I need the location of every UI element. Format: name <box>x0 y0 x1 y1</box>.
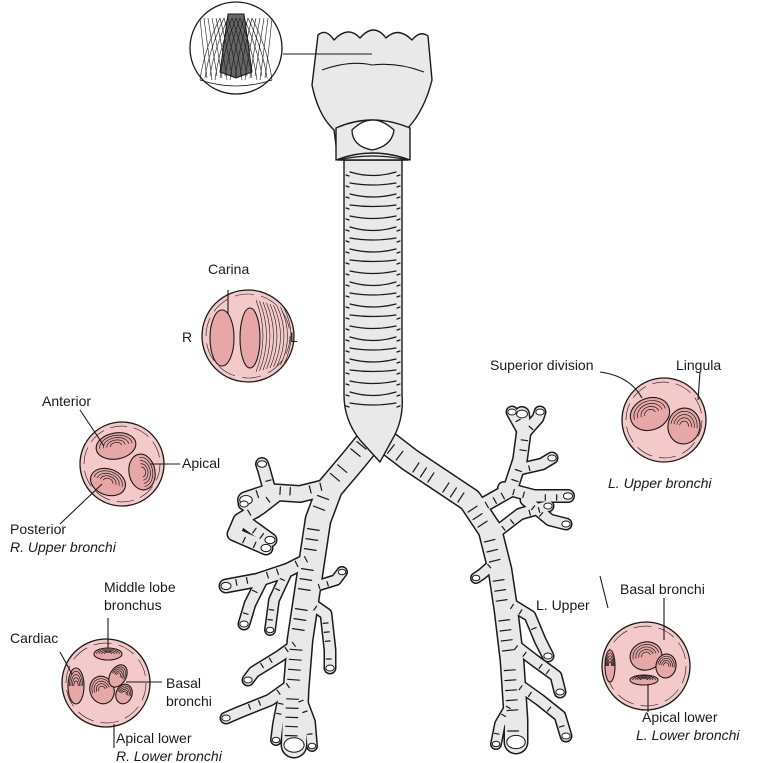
bronchus-end-opening <box>326 665 334 671</box>
l-apical-lower-label: Apical lower <box>642 709 718 725</box>
bronchus-end-opening <box>266 627 274 632</box>
bronchus-end-opening <box>556 689 564 695</box>
bronchus-end-opening <box>221 582 231 589</box>
posterior-label: Posterior <box>10 521 66 537</box>
r-apical-lower-label: Apical lower <box>116 730 192 746</box>
carina-label: Carina <box>208 261 249 277</box>
left-main-bronchus-opening <box>240 308 260 368</box>
r-lower-bronchi-view: Middle lobe bronchus Cardiac Basal bronc… <box>10 579 223 763</box>
middle-lobe-label-1: Middle lobe <box>104 579 176 595</box>
bronchus-end-opening <box>240 621 248 627</box>
bronchus-end-opening <box>240 501 248 507</box>
bronchus-end-opening <box>517 410 528 418</box>
right-main-bronchus-opening <box>210 310 234 366</box>
left-side-label: L <box>290 329 298 345</box>
l-lower-caption: L. Lower bronchi <box>636 727 740 743</box>
right-side-label: R <box>182 329 192 345</box>
bronchus-end-opening <box>257 461 266 468</box>
bronchus-end-opening <box>544 653 552 659</box>
basal-bronchi-label: Basal bronchi <box>620 581 705 597</box>
anterior-label: Anterior <box>42 393 91 409</box>
basal-bronchi-label-1: Basal <box>166 675 201 691</box>
middle-lobe-opening <box>94 648 122 660</box>
r-lower-caption: R. Lower bronchi <box>116 748 223 763</box>
bronchus-end-opening <box>508 409 516 415</box>
larynx <box>312 30 432 160</box>
bronchus-end-opening <box>492 741 500 746</box>
basal-bronchi-label-2: bronchi <box>166 693 212 709</box>
apical-lower-opening-l <box>630 675 658 685</box>
lingula-label: Lingula <box>676 357 721 373</box>
bronchus-end-opening <box>544 503 552 509</box>
bronchus-end-opening <box>222 715 230 721</box>
l-upper-opening <box>605 650 615 682</box>
bronchus-end-opening <box>562 521 570 527</box>
superior-division-label: Superior division <box>490 357 594 373</box>
bronchial-tree <box>221 409 573 752</box>
bronchus-end-opening <box>261 544 271 551</box>
bronchus-end-opening <box>272 737 280 742</box>
bronchus-end-opening <box>265 536 275 543</box>
l-upper-label: L. Upper <box>536 597 590 613</box>
apical-label: Apical <box>182 455 220 471</box>
middle-lobe-label-2: bronchus <box>104 597 162 613</box>
bronchus-end-opening <box>472 575 480 580</box>
l-upper-caption: L. Upper bronchi <box>608 475 712 491</box>
bronchus-end-opening <box>562 733 570 739</box>
carina-view: Carina R L <box>182 261 298 382</box>
bronchus-end-opening <box>548 455 556 461</box>
cardiac-label: Cardiac <box>10 630 58 646</box>
r-upper-caption: R. Upper bronchi <box>10 539 117 555</box>
bronchus-end-opening <box>563 493 572 500</box>
bronchus-end-opening <box>536 409 544 415</box>
r-upper-bronchi-view: Anterior Apical Posterior R. Upper bronc… <box>10 393 220 555</box>
bronchus-end-opening <box>284 738 304 752</box>
bronchus-end-opening <box>338 569 346 574</box>
bronchus-end-opening <box>244 677 252 683</box>
trachea <box>344 160 402 462</box>
bronchus-end-opening <box>507 735 525 748</box>
cardiac-opening <box>68 668 84 704</box>
bronchus-end-opening <box>308 743 316 748</box>
